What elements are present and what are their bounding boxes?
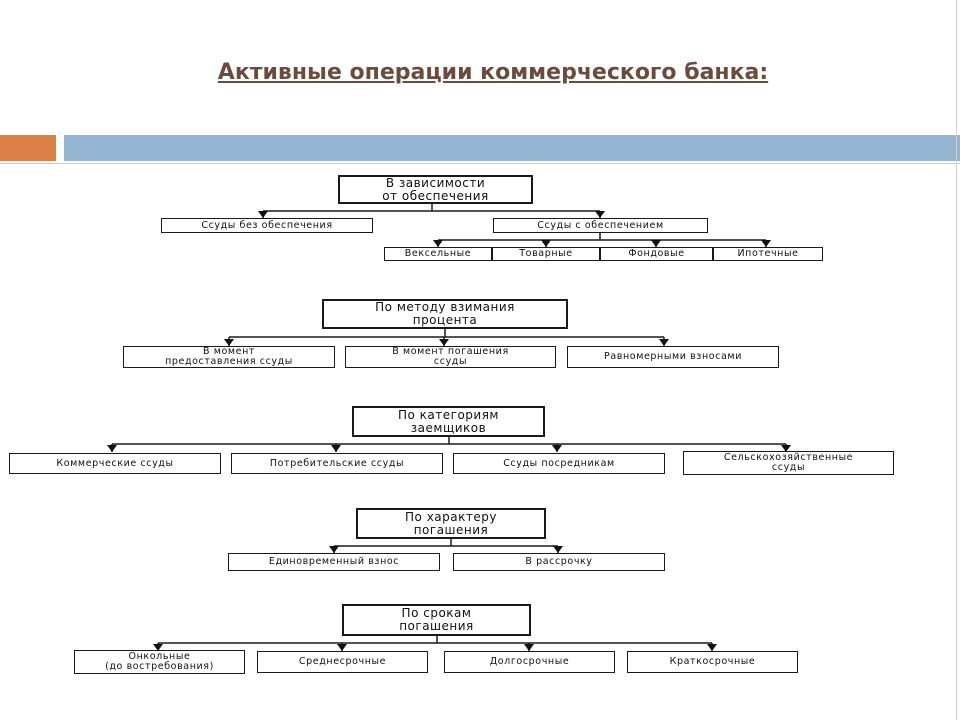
arrowhead	[707, 644, 717, 651]
g2-item: В момент предоставления ссуды	[123, 346, 335, 368]
g1-secured-none: Ссуды без обеспечения	[161, 218, 373, 233]
arrowhead	[553, 546, 563, 553]
arrowhead	[433, 240, 443, 247]
g4-header: По характеру погашения	[356, 508, 546, 539]
arrowhead	[329, 546, 339, 553]
arrowhead	[258, 211, 268, 218]
arrowhead	[552, 445, 562, 452]
slide-title: Активные операции коммерческого банка:	[217, 60, 769, 85]
g1-sub-item: Ипотечные	[713, 247, 823, 261]
arrowhead	[595, 211, 605, 218]
arrowhead	[659, 339, 669, 346]
g5-item: Среднесрочные	[257, 651, 428, 673]
g4-item: В рассрочку	[453, 553, 665, 571]
arrowhead	[651, 240, 661, 247]
accent-bar-orange	[0, 135, 56, 161]
arrowhead	[761, 240, 771, 247]
g2-item: Равномерными взносами	[567, 346, 779, 368]
g3-header: По категориям заемщиков	[352, 406, 545, 437]
g3-item: Ссуды посредникам	[453, 453, 665, 474]
divider-line	[0, 163, 960, 164]
g3-item: Коммерческие ссуды	[9, 453, 221, 474]
g3-item: Потребительские ссуды	[231, 453, 443, 474]
accent-bar-blue	[64, 135, 960, 161]
g1-sub-item: Товарные	[492, 247, 600, 261]
arrowhead	[337, 644, 347, 651]
arrowhead	[524, 644, 534, 651]
slide-edge-line	[956, 0, 957, 720]
g1-secured: Ссуды с обеспечением	[493, 218, 708, 233]
arrowhead	[224, 339, 234, 346]
g5-item: Краткосрочные	[627, 651, 798, 673]
g2-item: В момент погашения ссуды	[345, 346, 556, 368]
arrowhead	[107, 445, 117, 452]
g1-sub-item: Вексельные	[384, 247, 492, 261]
arrowhead	[153, 644, 163, 651]
g5-item: Долгосрочные	[444, 651, 615, 673]
g4-item: Единовременный взнос	[228, 553, 440, 571]
g2-header: По методу взимания процента	[322, 299, 568, 329]
g1-header: В зависимости от обеспечения	[338, 175, 533, 204]
arrowhead	[331, 445, 341, 452]
arrowhead	[541, 240, 551, 247]
g5-header: По срокам погашения	[342, 604, 531, 636]
g3-item: Сельскохозяйственные ссуды	[683, 451, 894, 475]
g1-sub-item: Фондовые	[600, 247, 713, 261]
g5-item: Онкольные (до востребования)	[74, 650, 245, 674]
arrowhead	[781, 445, 791, 452]
arrowhead	[439, 339, 449, 346]
